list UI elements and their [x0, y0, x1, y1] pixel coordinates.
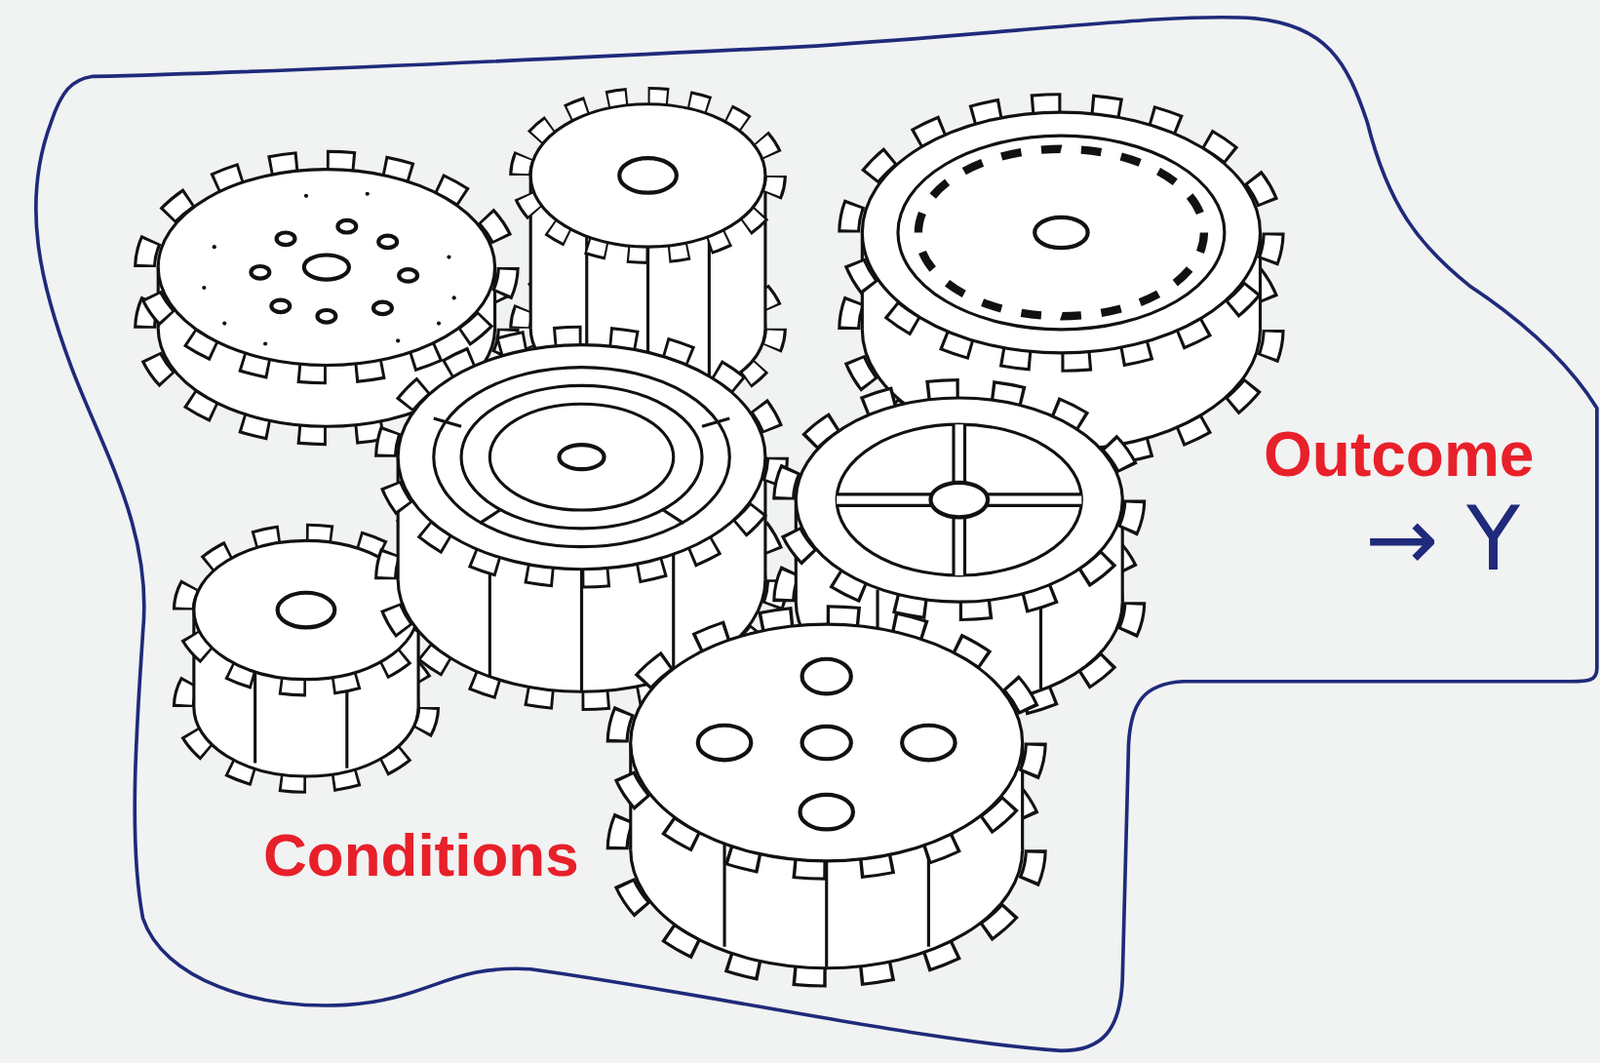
condition-label: Conditions [263, 824, 580, 886]
outcome-symbol: → Y [1365, 495, 1521, 584]
gear [617, 616, 1036, 976]
outcome-label: Outcome [1263, 423, 1534, 486]
blob-path [36, 17, 1598, 1052]
